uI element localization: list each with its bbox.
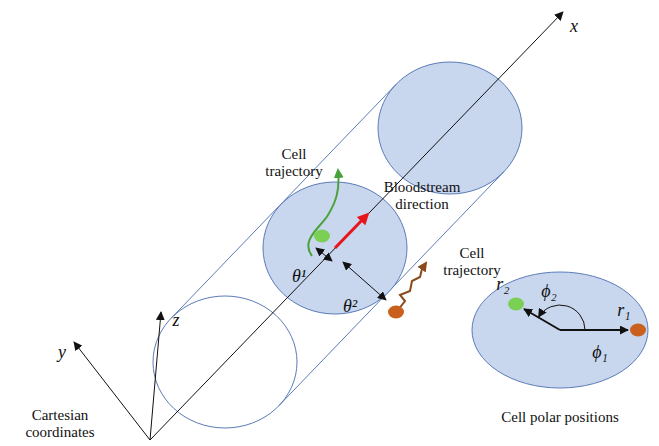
x-axis (150, 12, 563, 440)
cell-trajectory (308, 170, 338, 256)
axis-label: y (58, 342, 66, 363)
distance-label: θ¹ (292, 266, 306, 287)
z-axis (150, 312, 161, 440)
flow-label: Bloodstream direction (380, 179, 464, 214)
cell (630, 324, 646, 337)
back-section (378, 62, 522, 194)
angle-label: ϕ₁ (592, 342, 608, 363)
axis-label: z (172, 310, 179, 331)
cell (388, 306, 404, 319)
angle-arc (539, 305, 585, 330)
cell (508, 298, 524, 311)
trajectory-label: Cell trajectory (261, 146, 327, 181)
radius-arrow (560, 329, 628, 331)
caption-label: Cell polar positions (500, 409, 620, 426)
angle-label: ϕ₂ (541, 281, 557, 302)
radius-label: r₁ (617, 300, 630, 321)
cell-trajectory (398, 263, 426, 310)
polar-section (472, 272, 648, 388)
distance-arrow (316, 248, 332, 261)
bloodstream-arrow (335, 216, 366, 248)
radius-label: r₂ (496, 274, 509, 295)
axis-label: x (570, 16, 578, 37)
cell (314, 230, 330, 243)
distance-label: θ² (343, 296, 357, 317)
caption-label: Cartesian coordinates (10, 407, 110, 442)
distance-arrow (343, 262, 386, 300)
